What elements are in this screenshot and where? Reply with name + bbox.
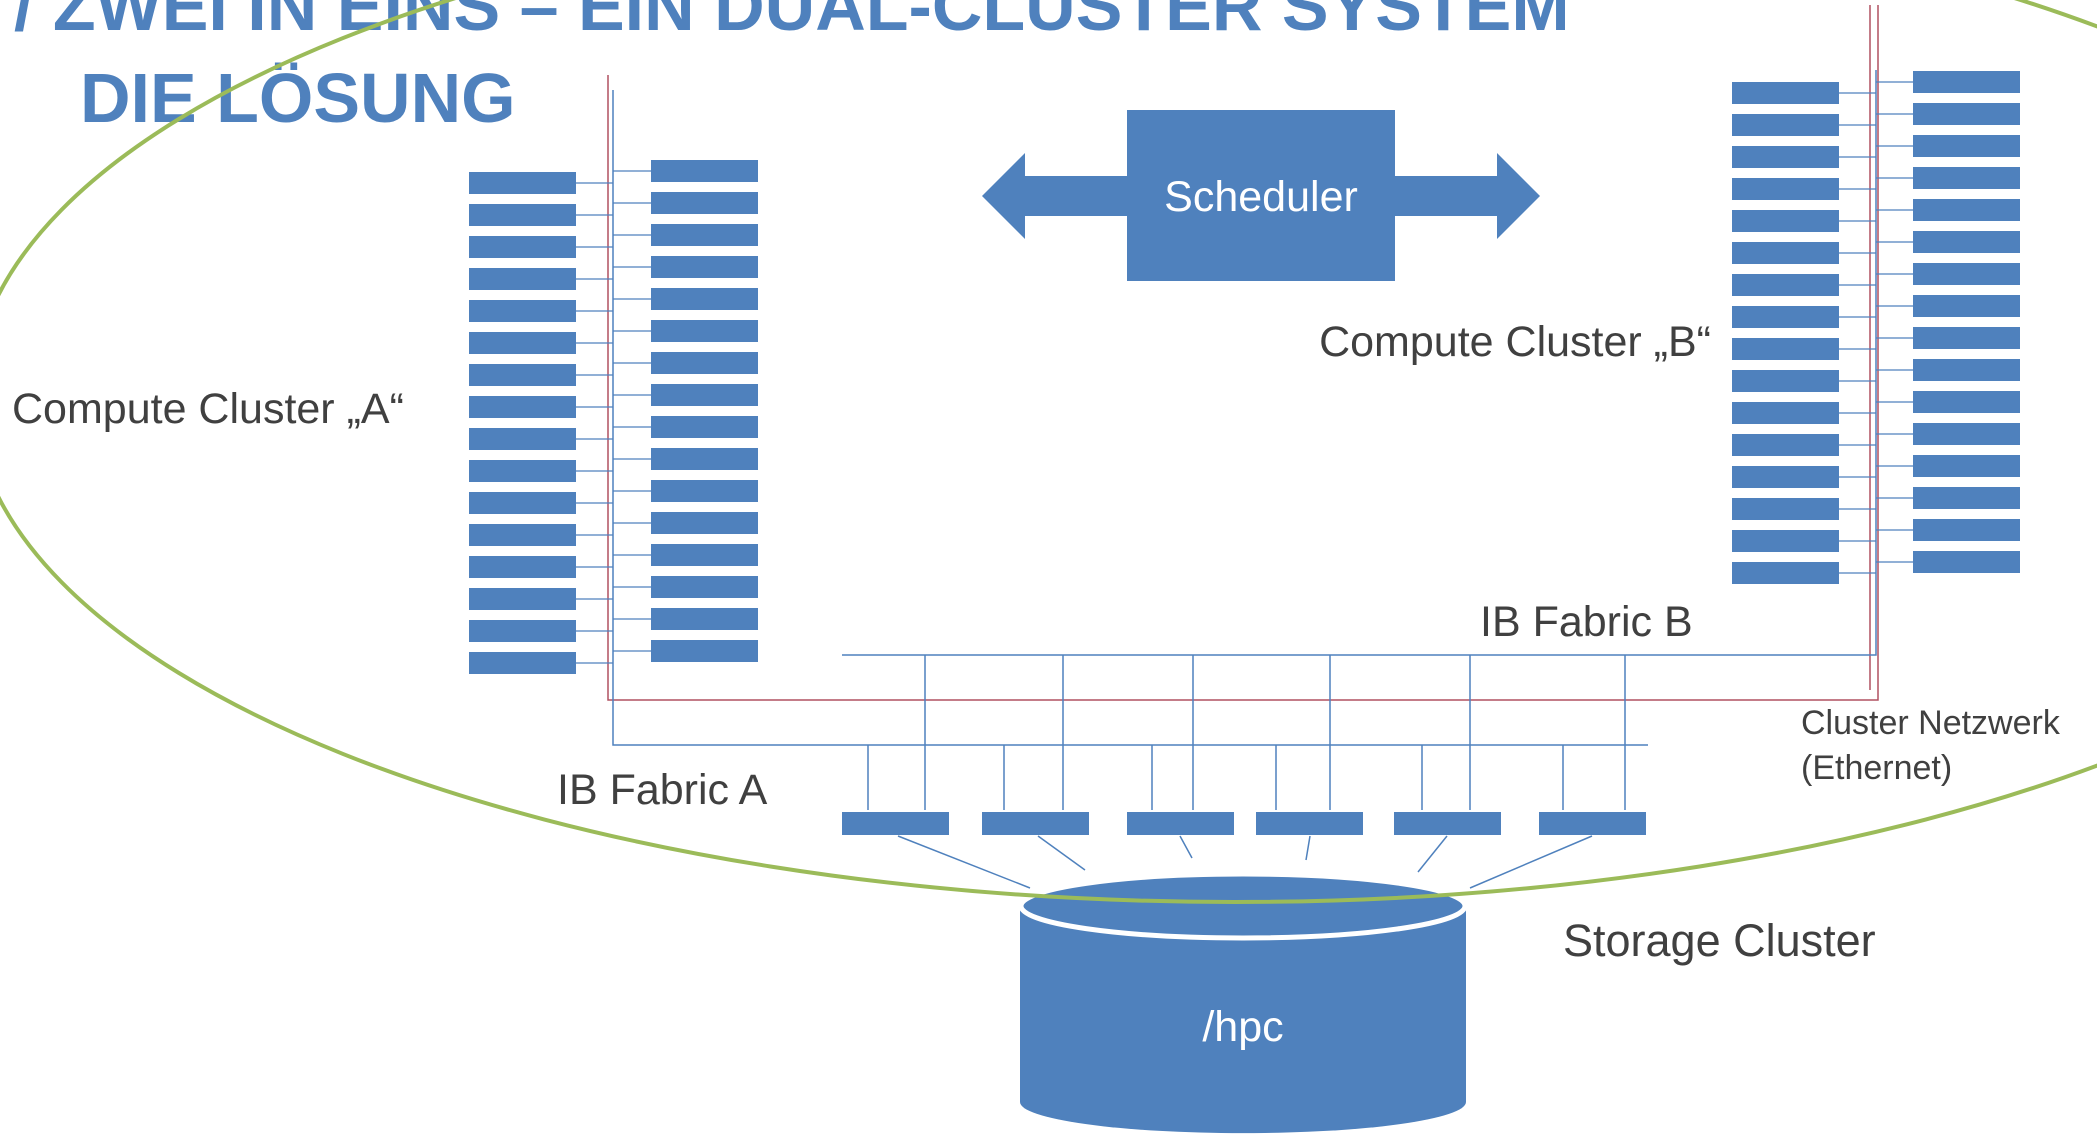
ib-fabric-b-label: IB Fabric B — [1480, 598, 1693, 646]
cluster-b-node-1-9 — [1732, 338, 1839, 360]
cluster-a-node-2-13 — [651, 544, 758, 566]
cluster-a-node-1-10 — [469, 460, 576, 482]
cluster-a-node-2-8 — [651, 384, 758, 406]
cluster-b-node-1-4 — [1732, 178, 1839, 200]
storage-switches — [842, 812, 1646, 835]
cluster-b-node-2-11 — [1913, 391, 2020, 413]
storage-switch-2 — [982, 812, 1089, 835]
cluster-b-node-1-12 — [1732, 434, 1839, 456]
cluster-b-node-2-4 — [1913, 167, 2020, 189]
cluster-b-node-2-5 — [1913, 199, 2020, 221]
slide-title-line-2: DIE LÖSUNG — [80, 59, 516, 137]
cluster-b-node-1-14 — [1732, 498, 1839, 520]
cluster-a-node-1-16 — [469, 652, 576, 674]
cluster-a-node-1-1 — [469, 172, 576, 194]
cluster-a-node-1-7 — [469, 364, 576, 386]
cluster-network-label: Cluster Netzwerk — [1801, 704, 2061, 742]
cluster-a-node-2-3 — [651, 224, 758, 246]
cluster-b-node-2-16 — [1913, 551, 2020, 573]
cluster-b-node-1-11 — [1732, 402, 1839, 424]
storage-switch-4 — [1256, 812, 1363, 835]
cluster-a-node-2-4 — [651, 256, 758, 278]
cluster-b-node-1-10 — [1732, 370, 1839, 392]
cluster-b-node-1-13 — [1732, 466, 1839, 488]
cluster-b-node-2-1 — [1913, 71, 2020, 93]
cluster-b-node-1-1 — [1732, 82, 1839, 104]
cluster-a-node-1-13 — [469, 556, 576, 578]
cluster-network-lines — [607, 5, 1879, 701]
cluster-b-node-1-5 — [1732, 210, 1839, 232]
cluster-a-node-1-3 — [469, 236, 576, 258]
cluster-b-node-2-9 — [1913, 327, 2020, 349]
cluster-b-node-2-14 — [1913, 487, 2020, 509]
cluster-a-node-2-10 — [651, 448, 758, 470]
cluster-b-node-2-10 — [1913, 359, 2020, 381]
cluster-b-node-2-3 — [1913, 135, 2020, 157]
system-boundary-ellipse — [0, 0, 2097, 904]
scheduler-label: Scheduler — [1164, 173, 1358, 221]
cluster-a-node-1-9 — [469, 428, 576, 450]
scheduler-block: Scheduler — [982, 110, 1540, 281]
cluster-b-node-2-8 — [1913, 295, 2020, 317]
cluster-a-node-2-16 — [651, 640, 758, 662]
cluster-b-node-2-7 — [1913, 263, 2020, 285]
slide-title-line-1: / ZWEI IN EINS – EIN DUAL-CLUSTER SYSTEM — [14, 0, 1570, 45]
cluster-network-sublabel: (Ethernet) — [1801, 749, 1952, 787]
ib-fabric-lines — [612, 70, 1877, 889]
cluster-b-node-2-15 — [1913, 519, 2020, 541]
cluster-a-node-2-1 — [651, 160, 758, 182]
cluster-b-node-1-7 — [1732, 274, 1839, 296]
cluster-b-label: Compute Cluster „B“ — [1319, 318, 1711, 366]
storage-cluster-label: Storage Cluster — [1563, 915, 1876, 966]
cluster-a-node-2-11 — [651, 480, 758, 502]
cluster-b-node-2-13 — [1913, 455, 2020, 477]
storage-switch-5 — [1394, 812, 1501, 835]
cluster-a-node-1-2 — [469, 204, 576, 226]
storage-cylinder-body — [1020, 906, 1466, 1134]
cluster-b-node-2-2 — [1913, 103, 2020, 125]
scheduler-double-arrow — [982, 110, 1540, 281]
cluster-a-node-1-15 — [469, 620, 576, 642]
cluster-b-node-1-15 — [1732, 530, 1839, 552]
cluster-a-node-2-6 — [651, 320, 758, 342]
cluster-b-node-1-2 — [1732, 114, 1839, 136]
ib-fabric-a-label: IB Fabric A — [557, 766, 768, 814]
cluster-a-node-2-5 — [651, 288, 758, 310]
storage-mount-label: /hpc — [1202, 1003, 1283, 1051]
storage-switch-6 — [1539, 812, 1646, 835]
cluster-a-node-1-14 — [469, 588, 576, 610]
cluster-a-node-1-8 — [469, 396, 576, 418]
storage-cylinder-top — [1018, 871, 1468, 941]
storage-switch-3 — [1127, 812, 1234, 835]
cluster-b-node-1-3 — [1732, 146, 1839, 168]
cluster-a-node-2-2 — [651, 192, 758, 214]
cluster-a-node-1-5 — [469, 300, 576, 322]
compute-cluster-b-nodes — [1732, 71, 2020, 584]
storage-cylinder: /hpc — [1018, 871, 1468, 1134]
cluster-a-node-1-11 — [469, 492, 576, 514]
cluster-a-node-1-12 — [469, 524, 576, 546]
cluster-a-node-1-6 — [469, 332, 576, 354]
cluster-b-node-1-16 — [1732, 562, 1839, 584]
cluster-b-node-2-6 — [1913, 231, 2020, 253]
cluster-a-node-2-14 — [651, 576, 758, 598]
cluster-b-node-1-8 — [1732, 306, 1839, 328]
cluster-b-node-1-6 — [1732, 242, 1839, 264]
cluster-a-node-2-7 — [651, 352, 758, 374]
cluster-a-label: Compute Cluster „A“ — [12, 385, 404, 433]
compute-cluster-a-nodes — [469, 160, 758, 674]
cluster-a-node-2-12 — [651, 512, 758, 534]
cluster-a-node-1-4 — [469, 268, 576, 290]
cluster-a-node-2-15 — [651, 608, 758, 630]
cluster-a-node-2-9 — [651, 416, 758, 438]
cluster-b-node-2-12 — [1913, 423, 2020, 445]
storage-switch-1 — [842, 812, 949, 835]
